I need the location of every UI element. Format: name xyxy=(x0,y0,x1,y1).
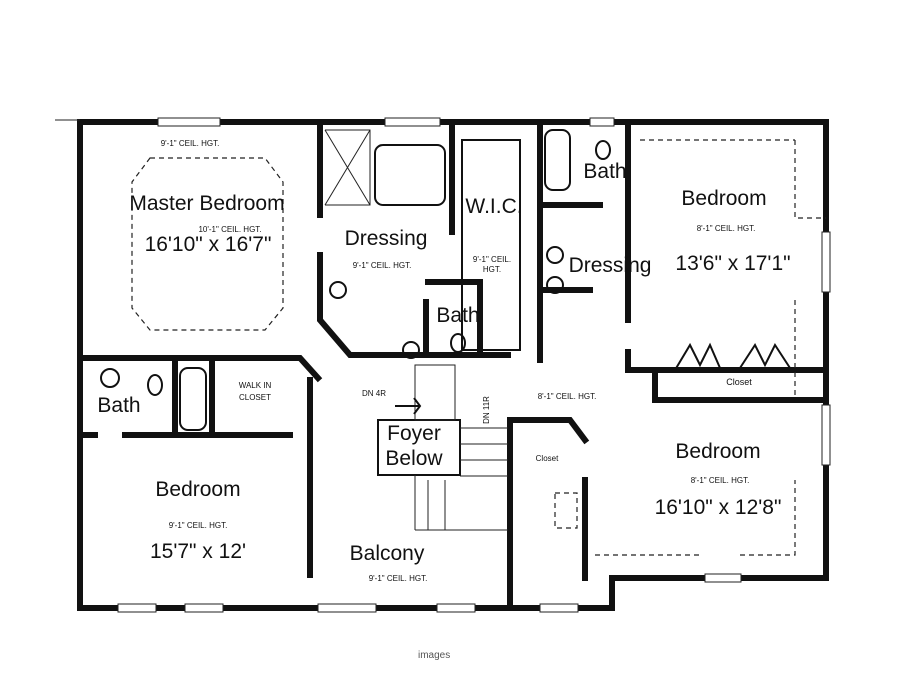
master-bedroom-ceiling: 10'-1" CEIL. HGT. xyxy=(198,225,261,234)
wic-ceiling-2: HGT. xyxy=(483,265,501,274)
walk-in-closet-1: WALK IN xyxy=(239,381,272,390)
stairs-dn-4r: DN 4R xyxy=(362,389,386,398)
dressing-right-label: Dressing xyxy=(569,254,652,277)
hall-ceiling: 8'-1" CEIL. HGT. xyxy=(538,392,597,401)
bath-right-label: Bath xyxy=(583,160,626,183)
outer-walls xyxy=(55,119,829,611)
bedroom-lower-left-size: 15'7" x 12' xyxy=(150,540,246,563)
closet-upper-right-label: Closet xyxy=(726,377,752,387)
dressing-master-label: Dressing xyxy=(345,227,428,250)
fixtures xyxy=(100,129,826,556)
watermark: images xyxy=(418,650,450,661)
stairs-dn-11r: DN 11R xyxy=(482,396,491,424)
walk-in-closet-2: CLOSET xyxy=(239,393,271,402)
toilet-master xyxy=(450,333,466,353)
corner-tub xyxy=(374,144,446,206)
sink-master-1 xyxy=(329,281,347,299)
toilet-right xyxy=(595,140,611,160)
bedroom-lower-left-ceiling: 9'-1" CEIL. HGT. xyxy=(169,521,228,530)
master-bedroom-label: Master Bedroom xyxy=(129,192,284,215)
sink-right-1 xyxy=(546,246,564,264)
foyer-label-1: Foyer xyxy=(387,422,441,445)
bedroom-lower-right-label: Bedroom xyxy=(675,440,760,463)
closet-lower-right-label: Closet xyxy=(536,454,559,463)
master-bedroom-size: 16'10" x 16'7" xyxy=(145,233,272,256)
bathtub-left xyxy=(179,367,207,431)
bedroom-upper-right-ceiling: 8'-1" CEIL. HGT. xyxy=(697,224,756,233)
sink-left xyxy=(100,368,120,388)
wic-ceiling-1: 9'-1" CEIL. xyxy=(473,255,511,264)
foyer-label-2: Below xyxy=(385,447,443,470)
wic-label: W.I.C. xyxy=(465,195,522,218)
balcony-label: Balcony xyxy=(350,542,425,565)
bath-master-label: Bath xyxy=(436,304,479,327)
bathtub-right xyxy=(544,129,571,191)
sink-right-2 xyxy=(546,276,564,294)
bedroom-upper-right-label: Bedroom xyxy=(681,187,766,210)
wic-shelving xyxy=(461,139,521,351)
bedroom-lower-left-label: Bedroom xyxy=(155,478,240,501)
bedroom-lower-right-ceiling: 8'-1" CEIL. HGT. xyxy=(691,476,750,485)
dressing-master-ceiling: 9'-1" CEIL. HGT. xyxy=(353,261,412,270)
windows xyxy=(117,117,831,613)
toilet-left xyxy=(147,374,163,396)
bath-left-label: Bath xyxy=(97,394,140,417)
interior-walls xyxy=(77,121,829,611)
room-labels: 9'-1" CEIL. HGT. Master Bedroom 10'-1" C… xyxy=(97,139,790,583)
balcony-ceiling: 9'-1" CEIL. HGT. xyxy=(369,574,428,583)
bedroom-upper-right-size: 13'6" x 17'1" xyxy=(675,252,790,275)
bedroom-lower-right-size: 16'10" x 12'8" xyxy=(655,496,782,519)
sink-master-2 xyxy=(402,341,420,359)
master-top-ceiling: 9'-1" CEIL. HGT. xyxy=(161,139,220,148)
